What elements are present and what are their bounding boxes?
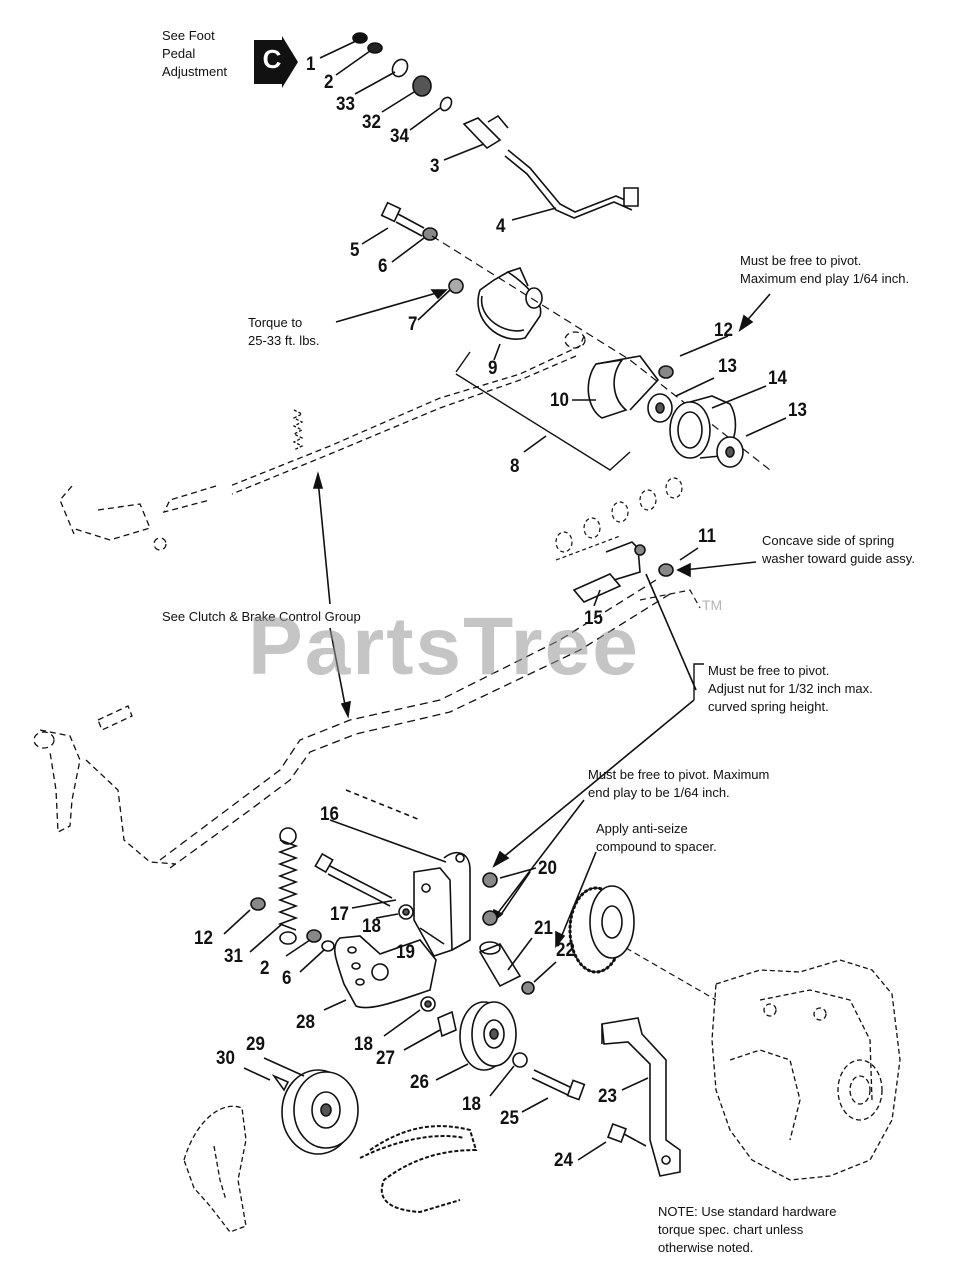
upper-spring — [294, 410, 302, 450]
callout-15: 15 — [584, 606, 603, 629]
part-10-band — [588, 356, 658, 418]
note-pivot-32: Must be free to pivot. Adjust nut for 1/… — [708, 663, 873, 714]
callout-32: 32 — [362, 110, 381, 133]
callout-5: 5 — [350, 238, 360, 261]
callout-30: 30 — [216, 1046, 235, 1069]
callout-31: 31 — [224, 944, 243, 967]
callout-4: 4 — [496, 214, 506, 237]
part-3-pin — [464, 116, 508, 148]
part-15-guide — [574, 542, 645, 602]
callout-8: 8 — [510, 454, 520, 477]
brake-lever-dashed — [60, 332, 585, 550]
callout-10: 10 — [550, 388, 569, 411]
part-1-bushing — [353, 33, 382, 53]
callout-22: 22 — [556, 938, 575, 961]
note-pivot-64b: Must be free to pivot. Maximum end play … — [588, 767, 770, 800]
callout-27: 27 — [376, 1046, 395, 1069]
callout-24: 24 — [554, 1148, 573, 1171]
engine-gear — [570, 886, 634, 972]
callout-1: 1 — [306, 52, 316, 75]
callout-21: 21 — [534, 916, 553, 939]
callout-7: 7 — [408, 312, 418, 335]
callout-2: 2 — [324, 70, 334, 93]
watermark: PartsTree — [248, 601, 640, 692]
note-torque: Torque to 25-33 ft. lbs. — [248, 315, 320, 348]
callout-14: 14 — [768, 366, 787, 389]
part-19-bracket — [414, 853, 470, 956]
callout-19: 19 — [396, 940, 415, 963]
guide-assembly-dashed — [556, 478, 682, 560]
callout-20: 20 — [538, 856, 557, 879]
note-pivot-64: Must be free to pivot. Maximum end play … — [740, 253, 910, 286]
part-29-pulley — [282, 1070, 358, 1154]
note-foot-pedal: See Foot Pedal Adjustment — [162, 28, 228, 79]
part-33-32-34-washers — [389, 57, 453, 113]
part-12b-31-spring — [280, 828, 296, 944]
callout-34: 34 — [390, 124, 409, 147]
callout-6: 6 — [378, 254, 388, 277]
note-hardware: NOTE: Use standard hardware torque spec.… — [658, 1204, 837, 1255]
callout-25: 25 — [500, 1106, 519, 1129]
note-clutch-brake: See Clutch & Brake Control Group — [162, 609, 361, 624]
callout-11: 11 — [698, 524, 716, 547]
part-28-bracket — [335, 936, 436, 1008]
section-badge-letter: C — [262, 44, 282, 74]
note-concave: Concave side of spring washer toward gui… — [762, 533, 915, 566]
part-4-rod — [505, 150, 638, 218]
callout-13-a: 13 — [718, 354, 737, 377]
engine-dashed — [712, 960, 900, 1180]
lower-left-dashed — [184, 1106, 246, 1232]
callout-17: 17 — [330, 902, 349, 925]
lower-pedal-dashed — [34, 706, 176, 864]
part-21-spacer — [480, 942, 520, 986]
section-badge-arrow — [254, 36, 298, 88]
callout-23: 23 — [598, 1084, 617, 1107]
callout-3: 3 — [430, 154, 440, 177]
part-9-band — [478, 268, 542, 339]
callout-18-b: 18 — [354, 1032, 373, 1055]
part-26-pulley — [460, 1002, 516, 1070]
drive-belt — [360, 1126, 476, 1212]
callout-18-c: 18 — [462, 1092, 481, 1115]
watermark-tm: TM — [702, 597, 723, 613]
part-14-pulley — [670, 396, 735, 458]
callout-18-a: 18 — [362, 914, 381, 937]
callout-29: 29 — [246, 1032, 265, 1055]
callout-16: 16 — [320, 802, 339, 825]
part-17-bolt — [315, 854, 392, 906]
callout-12: 12 — [714, 318, 733, 341]
part-24-bolt — [608, 1124, 646, 1146]
callout-12-b: 12 — [194, 926, 213, 949]
callout-26: 26 — [410, 1070, 429, 1093]
part-25-bolt — [532, 1070, 584, 1100]
callout-9: 9 — [488, 356, 498, 379]
part-5-bolt — [382, 203, 424, 236]
callout-2-b: 2 — [260, 956, 270, 979]
callout-13-b: 13 — [788, 398, 807, 421]
note-anti-seize: Apply anti-seize compound to spacer. — [596, 821, 717, 854]
callout-33: 33 — [336, 92, 355, 115]
callout-6-b: 6 — [282, 966, 292, 989]
callout-28: 28 — [296, 1010, 315, 1033]
part-23-bracket — [602, 1018, 680, 1176]
